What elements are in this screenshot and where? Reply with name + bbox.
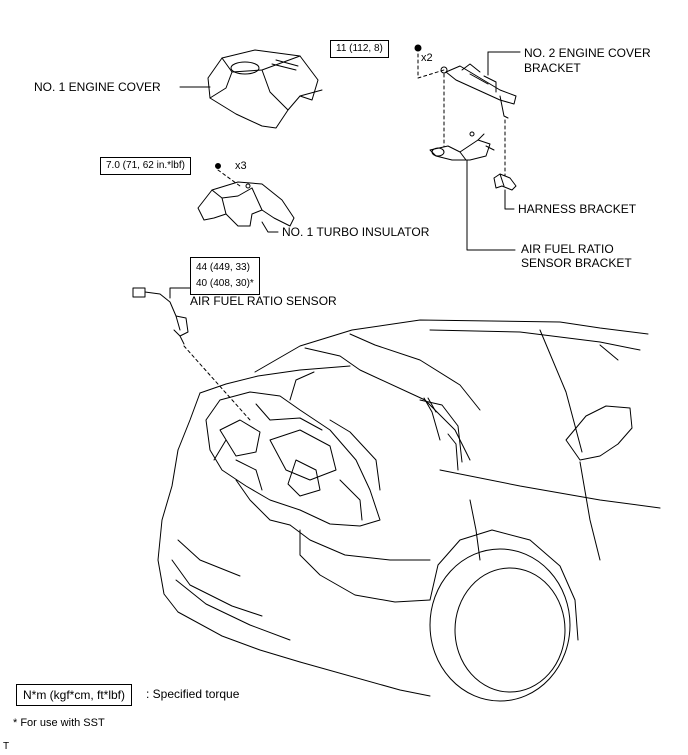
- install-lines-bracket: [417, 53, 506, 179]
- label-afr-sensor: AIR FUEL RATIO SENSOR: [190, 294, 337, 308]
- afr-sensor-bracket-part: [429, 131, 495, 161]
- label-afr-sensor-bracket-line2: SENSOR BRACKET: [521, 256, 632, 270]
- install-line-sensor: [183, 345, 251, 421]
- leader-afr-sensor: [169, 287, 191, 299]
- torque-afr-sensor-standard: 44 (449, 33): [196, 262, 250, 273]
- corner-marker: T: [3, 741, 10, 752]
- install-lines-insulator: [217, 169, 241, 187]
- vehicle-body: [157, 319, 661, 702]
- legend-unit-box: N*m (kgf*cm, ft*lbf): [16, 684, 133, 706]
- label-no1-turbo-insulator: NO. 1 TURBO INSULATOR: [282, 225, 430, 239]
- label-no2-engine-cover-bracket-line2: BRACKET: [524, 61, 581, 75]
- label-no1-engine-cover: NO. 1 ENGINE COVER: [34, 80, 161, 94]
- turbo-insulator-part: [197, 163, 295, 227]
- label-no2-engine-cover-bracket-line1: NO. 2 ENGINE COVER: [524, 46, 651, 60]
- torque-afr-sensor-sst: 40 (408, 30)*: [196, 278, 254, 289]
- label-afr-sensor-bracket-line1: AIR FUEL RATIO: [521, 242, 614, 256]
- torque-box-insulator-bolt: 7.0 (71, 62 in.*lbf): [100, 157, 191, 175]
- leader-turbo-insulator: [261, 221, 279, 233]
- torque-box-afr-sensor: 44 (449, 33) 40 (408, 30)*: [190, 257, 260, 295]
- engine-cover-bracket-part: [414, 44, 517, 119]
- engine-cover-part: [207, 49, 323, 129]
- leader-afr-bracket: [466, 159, 516, 251]
- harness-bracket-part: [493, 173, 517, 191]
- legend-sst-note: * For use with SST: [13, 717, 105, 729]
- label-harness-bracket: HARNESS BRACKET: [518, 202, 637, 216]
- legend-unit-description: : Specified torque: [146, 687, 240, 701]
- leader-harness-bracket: [504, 189, 515, 210]
- torque-box-bracket-nut: 11 (112, 8): [330, 40, 389, 58]
- qty-bracket-nut: x2: [421, 52, 433, 64]
- afr-sensor-part: [132, 287, 189, 345]
- qty-insulator-bolt: x3: [235, 160, 247, 172]
